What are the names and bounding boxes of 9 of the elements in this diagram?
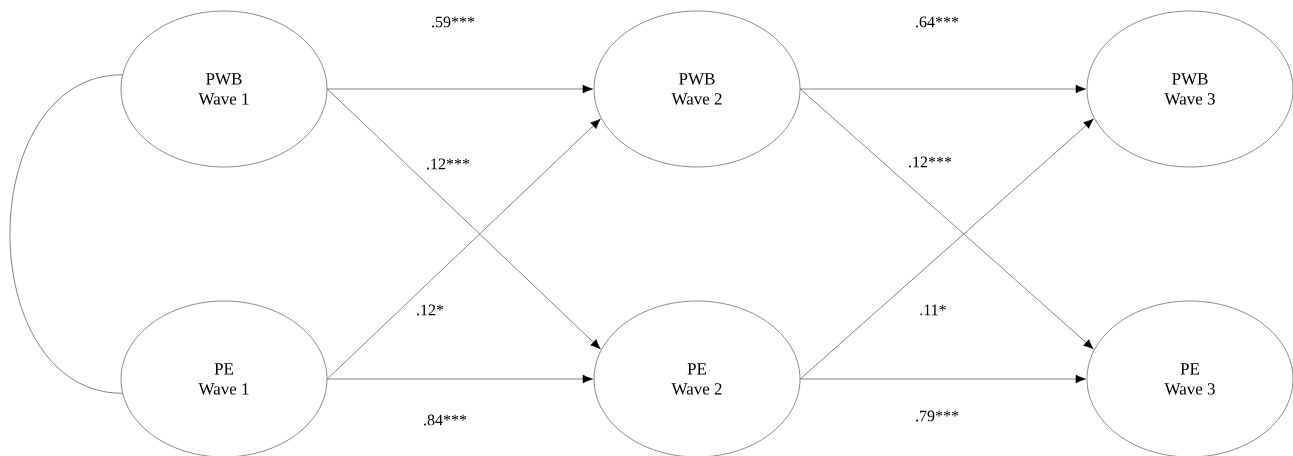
arrow — [800, 88, 1094, 350]
arrow — [327, 374, 593, 384]
arrow — [327, 118, 601, 380]
arrow — [800, 374, 1086, 384]
arrow — [327, 84, 593, 94]
arrow — [800, 84, 1086, 94]
arrow — [800, 118, 1094, 380]
correlation-curve — [9, 74, 123, 394]
arrow — [327, 88, 601, 350]
